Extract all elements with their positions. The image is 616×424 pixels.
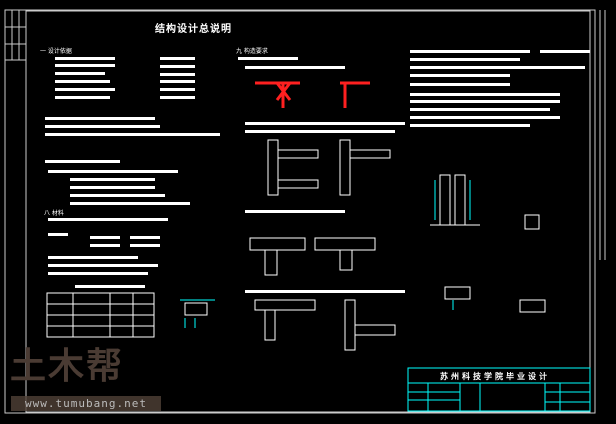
section-details-heading: 九 构造要求 <box>236 48 268 55</box>
title-block <box>407 367 591 412</box>
watermark-logo: 土木帮 <box>10 346 125 387</box>
notes-text-lines <box>45 50 590 293</box>
section-materials-heading: 八 材料 <box>44 210 64 217</box>
drawing-title: 结构设计总说明 <box>155 24 232 35</box>
red-wall-detail <box>255 81 370 108</box>
section-basis-heading: 一 设计依据 <box>40 48 72 55</box>
material-table <box>46 292 155 338</box>
watermark-url: www.tumubang.net <box>11 396 161 411</box>
title-block-school: 苏州科技学院毕业设计 <box>440 372 550 381</box>
cyan-dimension-lines <box>180 180 471 328</box>
structural-details <box>184 139 546 351</box>
drawing-frame <box>4 9 606 414</box>
